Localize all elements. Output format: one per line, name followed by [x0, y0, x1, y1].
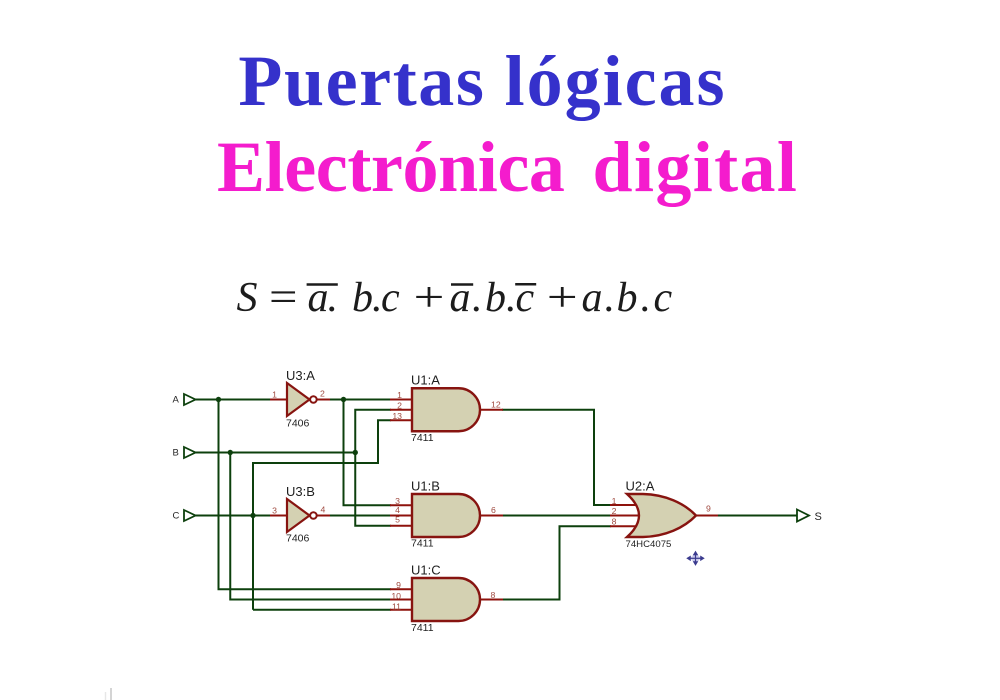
- svg-text:U1:A: U1:A: [411, 373, 440, 388]
- svg-text:U1:B: U1:B: [411, 479, 440, 494]
- svg-text:7411: 7411: [411, 432, 434, 444]
- svg-text:digital: digital: [593, 127, 799, 207]
- svg-text:b: b: [352, 275, 373, 321]
- svg-text:=: =: [269, 275, 298, 321]
- svg-text:B: B: [173, 448, 179, 459]
- svg-text:3: 3: [395, 496, 400, 506]
- svg-text:5: 5: [395, 514, 400, 524]
- svg-text:U2:A: U2:A: [626, 479, 655, 494]
- svg-text:S: S: [237, 275, 258, 321]
- svg-text:Electrónica: Electrónica: [217, 127, 564, 207]
- svg-text:9: 9: [706, 503, 711, 513]
- svg-text:.: .: [371, 275, 382, 321]
- svg-text:U3:A: U3:A: [286, 368, 315, 383]
- svg-text:b: b: [485, 275, 506, 321]
- svg-text:1: 1: [612, 496, 617, 506]
- svg-text:+: +: [547, 275, 578, 321]
- svg-text:.: .: [471, 275, 482, 321]
- svg-text:10: 10: [391, 591, 401, 601]
- svg-text:1: 1: [272, 390, 277, 400]
- svg-text:2: 2: [320, 389, 325, 399]
- svg-text:4: 4: [395, 505, 400, 515]
- svg-text:A: A: [173, 395, 180, 406]
- svg-text:.: .: [640, 275, 651, 321]
- svg-text:8: 8: [612, 516, 617, 526]
- svg-text:S: S: [815, 511, 822, 523]
- svg-text:1: 1: [397, 390, 402, 400]
- svg-text:+: +: [414, 275, 445, 321]
- svg-text:.: .: [327, 275, 338, 321]
- svg-text:U1:C: U1:C: [411, 562, 441, 577]
- svg-text:7411: 7411: [411, 537, 434, 549]
- svg-text:74HC4075: 74HC4075: [626, 539, 672, 550]
- svg-text:a: a: [582, 275, 603, 321]
- svg-text:11: 11: [392, 602, 401, 612]
- svg-text:U3:B: U3:B: [286, 484, 315, 499]
- svg-text:3: 3: [272, 506, 277, 516]
- svg-text:Puertas: Puertas: [238, 41, 485, 121]
- svg-text:lógicas: lógicas: [505, 41, 727, 121]
- svg-text:4: 4: [321, 505, 326, 515]
- svg-text:12: 12: [491, 400, 501, 410]
- svg-text:2: 2: [612, 506, 617, 516]
- svg-text:13: 13: [392, 411, 402, 421]
- svg-text:6: 6: [491, 505, 496, 515]
- svg-text:2: 2: [397, 400, 402, 410]
- svg-text:c: c: [381, 275, 400, 321]
- svg-text:7406: 7406: [286, 533, 310, 545]
- svg-text:.: .: [604, 275, 615, 321]
- svg-text:c: c: [654, 275, 673, 321]
- svg-text:c: c: [516, 275, 535, 321]
- svg-text:7406: 7406: [286, 418, 310, 430]
- svg-text:7411: 7411: [411, 622, 434, 634]
- svg-text:a: a: [308, 275, 329, 321]
- svg-text:8: 8: [491, 590, 496, 600]
- svg-text:9: 9: [396, 580, 401, 590]
- svg-text:C: C: [173, 511, 180, 522]
- svg-text:a: a: [450, 275, 471, 321]
- svg-text:b: b: [617, 275, 638, 321]
- svg-text:.: .: [505, 275, 516, 321]
